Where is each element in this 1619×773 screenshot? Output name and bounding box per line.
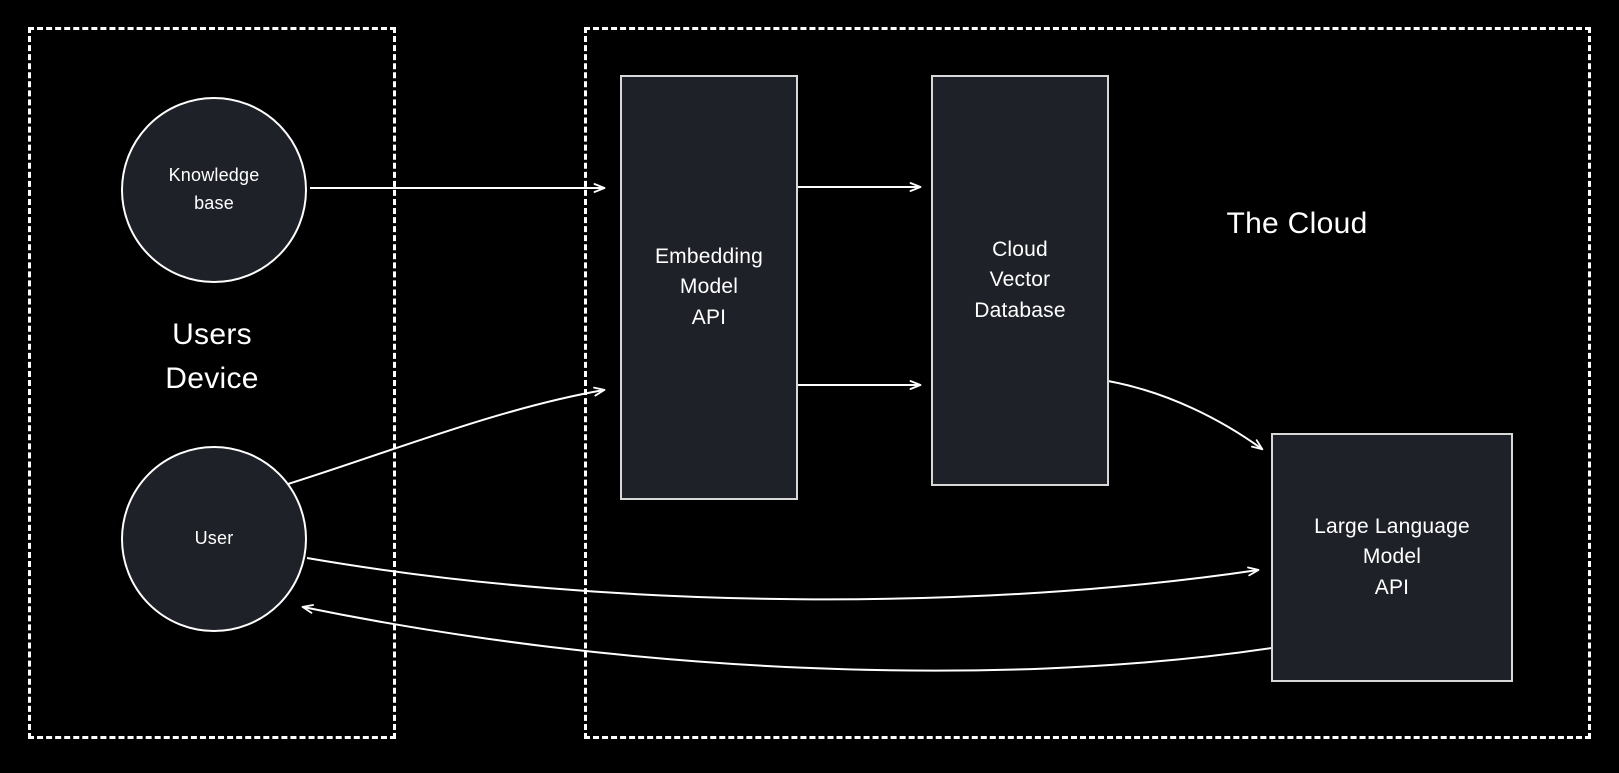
- node-knowledge-base[interactable]: Knowledge base: [121, 97, 307, 283]
- node-large-language-model-api[interactable]: Large Language Model API: [1271, 433, 1513, 682]
- node-cloud-vector-database[interactable]: Cloud Vector Database: [931, 75, 1109, 486]
- node-knowledge-base-label: Knowledge base: [168, 165, 260, 213]
- node-cloud-vector-database-label: Cloud Vector Database: [974, 237, 1066, 322]
- node-embedding-model-api-label: Embedding Model API: [654, 244, 764, 329]
- zone-label-users-device: Users Device: [165, 318, 259, 396]
- node-user[interactable]: User: [121, 446, 307, 632]
- node-large-language-model-api-label: Large Language Model API: [1314, 514, 1470, 599]
- zone-users-device: [28, 27, 396, 739]
- zone-the-cloud: [584, 27, 1591, 739]
- node-user-label: User: [194, 528, 234, 549]
- zone-label-the-cloud: The Cloud: [1226, 207, 1368, 240]
- node-embedding-model-api[interactable]: Embedding Model API: [620, 75, 798, 500]
